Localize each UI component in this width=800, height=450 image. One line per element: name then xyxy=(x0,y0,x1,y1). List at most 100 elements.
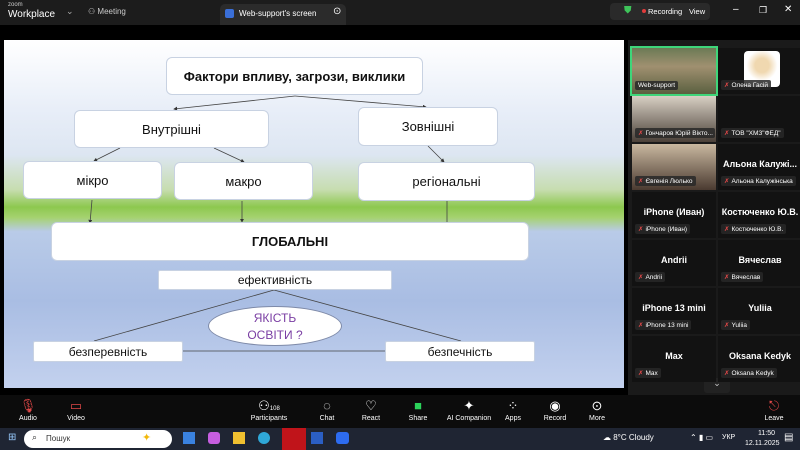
participant-label: ✗Вячеслав xyxy=(721,272,764,282)
audio-button[interactable]: 🎙Audio xyxy=(6,397,50,422)
participant-tile[interactable]: Yuliia✗Yuliia xyxy=(718,288,800,334)
participants-icon: ⚇108 xyxy=(258,398,280,413)
weather-text: 8°C Cloudy xyxy=(613,433,654,442)
app-icon[interactable] xyxy=(183,432,195,444)
participant-tile[interactable]: Альона Калужі... ✗Альона Калужінська xyxy=(718,144,800,190)
minimize-icon[interactable]: – xyxy=(733,4,739,15)
audio-label: Audio xyxy=(19,415,37,422)
record-icon: ◉ xyxy=(549,398,561,413)
participant-label: ✗Andrii xyxy=(635,272,666,282)
participant-label-text: Гончаров Юрій Вікто... xyxy=(645,130,713,137)
mic-muted-icon: ✗ xyxy=(724,130,730,137)
weather-widget[interactable]: ☁ 8°C Cloudy xyxy=(603,433,654,442)
tray-icons[interactable]: ⌃ ▮ ▭ xyxy=(690,433,714,442)
participant-tile[interactable]: Oksana Kedyk✗Oksana Kedyk xyxy=(718,336,800,382)
share-button[interactable]: ■Share xyxy=(396,397,440,422)
participant-tile[interactable]: iPhone (Иван)✗iPhone (Иван) xyxy=(632,192,716,238)
recording-status[interactable]: Recording xyxy=(648,7,683,16)
participant-tile[interactable]: iPhone 13 mini✗iPhone 13 mini xyxy=(632,288,716,334)
close-icon[interactable]: ✕ xyxy=(784,4,793,15)
participant-tile[interactable]: ✗Олена Гасій xyxy=(718,48,800,94)
mic-muted-icon: ✗ xyxy=(724,322,730,329)
search-box[interactable]: ⌕Пошук✦ xyxy=(24,430,172,448)
quality-line1: ЯКІСТЬ xyxy=(253,311,297,325)
screen-icon xyxy=(225,9,234,18)
participant-name: Альона Калужі... xyxy=(723,159,797,169)
notifications-icon[interactable]: ▤ xyxy=(784,432,794,443)
record-button[interactable]: ◉Record xyxy=(533,397,577,422)
restore-icon[interactable]: ❐ xyxy=(759,5,768,15)
meeting-tab[interactable]: ⚇ Meeting xyxy=(88,7,126,16)
ai-label: AI Companion xyxy=(446,415,492,422)
participant-tile[interactable]: ✗ТОВ "ХМЗ"ФЕД" xyxy=(718,96,800,142)
participant-name: Oksana Kedyk xyxy=(728,351,792,361)
participant-tile[interactable]: Web-support xyxy=(630,46,718,96)
react-button[interactable]: ♡React xyxy=(349,397,393,422)
mic-muted-icon: ✗ xyxy=(638,274,644,281)
cloud-icon: ☁ xyxy=(603,433,611,442)
participant-tile[interactable]: Max✗Max xyxy=(632,336,716,382)
video-button[interactable]: ▭Video xyxy=(54,397,98,422)
participant-label: Web-support xyxy=(635,81,679,90)
mic-muted-icon: ✗ xyxy=(638,370,644,377)
participant-name: Andrii xyxy=(661,255,687,265)
leave-label: Leave xyxy=(764,415,784,422)
participant-tile[interactable]: Вячеслав ✗Вячеслав xyxy=(718,240,800,286)
zoom-icon[interactable] xyxy=(336,432,349,444)
ai-companion-button[interactable]: ✦AI Companion xyxy=(446,397,492,422)
apps-icon: ⁘ xyxy=(507,398,519,413)
title-bar: zoom Workplace ⌄ ⚇ Meeting Web-support's… xyxy=(0,0,800,25)
apps-label: Apps xyxy=(505,415,521,422)
safety-box: безпечність xyxy=(385,341,535,362)
edge-icon[interactable] xyxy=(258,432,270,444)
participant-label-text: Web-support xyxy=(638,82,676,89)
sparkle-icon: ✦ xyxy=(142,432,152,444)
word-icon[interactable] xyxy=(311,432,323,444)
language-indicator[interactable]: УКР xyxy=(722,434,736,441)
heart-icon: ♡ xyxy=(365,398,377,413)
leave-button[interactable]: ⎋Leave xyxy=(752,397,796,422)
more-button[interactable]: ⊙More xyxy=(575,397,619,422)
participant-tile[interactable]: Andrii ✗Andrii xyxy=(632,240,716,286)
brand-name: Workplace xyxy=(8,9,56,20)
participants-count: 108 xyxy=(269,406,280,412)
participant-tile[interactable]: ✗Євгенія Люлько xyxy=(632,144,716,190)
external-box: Зовнішні xyxy=(358,107,498,146)
screen-share-tab[interactable]: Web-support's screen ⊙ xyxy=(220,4,346,25)
view-button[interactable]: View xyxy=(689,7,706,16)
participant-name: iPhone 13 mini xyxy=(642,303,706,313)
chevron-down-icon[interactable]: ⌄ xyxy=(66,6,74,16)
file-explorer-icon[interactable] xyxy=(233,432,245,444)
search-icon: ⌕ xyxy=(32,432,38,442)
participant-label-text: iPhone (Иван) xyxy=(645,226,688,233)
participant-label-text: ТОВ "ХМЗ"ФЕД" xyxy=(731,130,781,137)
more-icon[interactable]: ⊙ xyxy=(333,6,342,17)
chat-button[interactable]: ◌Chat xyxy=(305,397,349,422)
mic-muted-icon: ✗ xyxy=(724,226,730,233)
opera-icon[interactable] xyxy=(282,428,306,450)
continuity-box: безперевність xyxy=(33,341,183,362)
copilot-icon[interactable] xyxy=(208,432,220,444)
mic-muted-icon: ✗ xyxy=(638,130,644,137)
more-label: More xyxy=(589,415,605,422)
participant-label-text: Альона Калужінська xyxy=(731,178,793,185)
mic-muted-icon: ✗ xyxy=(638,226,644,233)
mic-muted-icon: ✗ xyxy=(724,178,730,185)
shield-icon[interactable]: ⛊ xyxy=(624,5,632,16)
participant-label: ✗ТОВ "ХМЗ"ФЕД" xyxy=(721,128,784,138)
participant-label: ✗Костюченко Ю.В. xyxy=(721,224,787,234)
micro-box: мікро xyxy=(23,161,162,199)
apps-button[interactable]: ⁘ Apps xyxy=(491,397,535,422)
participant-label: ✗Гончаров Юрій Вікто... xyxy=(635,128,715,138)
participant-name: Вячеслав xyxy=(738,255,782,265)
time: 11:50 xyxy=(758,430,775,437)
participant-label: ✗Альона Калужінська xyxy=(721,176,796,186)
windows-start-icon[interactable]: ⊞ xyxy=(8,432,17,443)
participant-tile[interactable]: Костюченко Ю.В.✗Костюченко Ю.В. xyxy=(718,192,800,238)
participant-tile[interactable]: ✗Гончаров Юрій Вікто... xyxy=(632,96,716,142)
mic-muted-icon: ✗ xyxy=(724,274,730,281)
